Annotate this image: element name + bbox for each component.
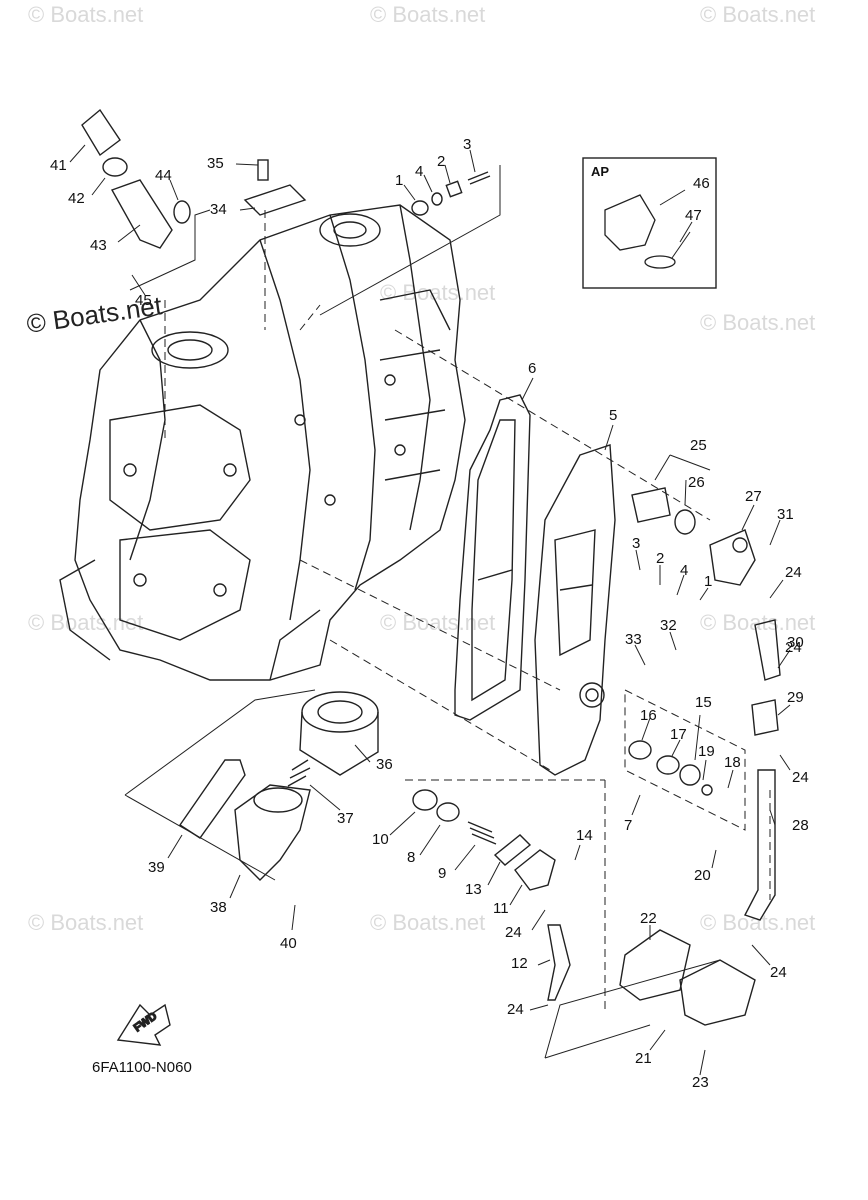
callout-43: 43 xyxy=(90,237,107,254)
callout-40: 40 xyxy=(280,935,297,952)
callout-41: 41 xyxy=(50,157,67,174)
filler-41-43 xyxy=(81,108,191,249)
callout-16: 16 xyxy=(640,707,657,724)
callout-31: 31 xyxy=(777,506,794,523)
callout-26: 26 xyxy=(688,474,705,491)
cover-21-22 xyxy=(619,929,756,1026)
filter-bracket-38 xyxy=(234,784,311,881)
leader-lines xyxy=(69,144,791,1076)
callout-9: 9 xyxy=(438,865,446,882)
sender-25 xyxy=(631,487,696,535)
hose-30 xyxy=(754,619,781,681)
callout-23: 23 xyxy=(692,1074,709,1091)
thermostat-parts xyxy=(412,789,571,1001)
callout-11: 11 xyxy=(493,900,509,917)
callout-6: 6 xyxy=(528,360,536,377)
watermark: © Boats.net xyxy=(370,2,485,27)
callout-14: 14 xyxy=(576,827,593,844)
callout-37: 37 xyxy=(337,810,354,827)
callout-1: 1 xyxy=(395,172,403,189)
callout-24f: 24 xyxy=(507,1001,524,1018)
callout-24e: 24 xyxy=(505,924,522,941)
callout-39: 39 xyxy=(148,859,165,876)
callout-10: 10 xyxy=(372,831,389,848)
callout-45: 45 xyxy=(135,292,152,309)
callout-21: 21 xyxy=(635,1050,652,1067)
callout-32: 32 xyxy=(660,617,677,634)
watermark: © Boats.net xyxy=(28,610,143,635)
watermark: © Boats.net xyxy=(380,610,495,635)
callout-15: 15 xyxy=(695,694,712,711)
cover-5 xyxy=(534,444,616,776)
callout-19: 19 xyxy=(698,743,715,760)
watermark: © Boats.net xyxy=(700,2,815,27)
gasket-6 xyxy=(454,394,531,721)
bracket-34-35 xyxy=(243,159,307,216)
callout-2: 2 xyxy=(437,153,445,170)
callout-30: 30 xyxy=(787,634,804,651)
diagram-code: 6FA1100-N060 xyxy=(92,1059,192,1076)
callout-47: 47 xyxy=(685,207,702,224)
callout-27: 27 xyxy=(745,488,762,505)
callout-24c: 24 xyxy=(792,769,809,786)
callout-24h: 24 xyxy=(785,639,802,656)
oil-filter xyxy=(299,691,379,776)
callout-2b: 2 xyxy=(656,550,664,567)
callout-38: 38 xyxy=(210,899,227,916)
anode-1-4 xyxy=(411,171,491,216)
watermark: © Boats.net xyxy=(370,910,485,935)
callout-1b: 1 xyxy=(704,573,712,590)
callout-22: 22 xyxy=(640,910,657,927)
callout-17: 17 xyxy=(670,726,687,743)
cylinder-block xyxy=(59,204,466,681)
callout-44: 44 xyxy=(155,167,172,184)
callout-18: 18 xyxy=(724,754,741,771)
callout-33: 33 xyxy=(625,631,642,648)
callout-5: 5 xyxy=(609,407,617,424)
watermark: © Boats.net xyxy=(700,610,815,635)
callout-8: 8 xyxy=(407,849,415,866)
callout-4: 4 xyxy=(415,163,423,180)
callout-46: 46 xyxy=(693,175,710,192)
callout-29: 29 xyxy=(787,689,804,706)
callout-28: 28 xyxy=(792,817,809,834)
spring-37 xyxy=(287,759,311,787)
watermark: © Boats.net xyxy=(28,910,143,935)
callout-24a: 24 xyxy=(785,564,802,581)
callout-labels: 41 42 43 44 45 34 35 1 4 2 3 6 5 25 26 2… xyxy=(50,136,809,1091)
joint-29 xyxy=(751,699,779,736)
hose-28 xyxy=(744,769,776,921)
watermark: © Boats.net xyxy=(700,910,815,935)
outlet-27 xyxy=(709,529,756,586)
ap-label: AP xyxy=(591,164,609,179)
gasket-39 xyxy=(179,759,246,839)
valve-assy-15 xyxy=(628,740,713,796)
watermark: © Boats.net xyxy=(700,310,815,335)
callout-3: 3 xyxy=(463,136,471,153)
callout-20: 20 xyxy=(694,867,711,884)
ap-inset: AP xyxy=(582,157,717,289)
callout-24g: 24 xyxy=(770,964,787,981)
watermark: © Boats.net xyxy=(28,2,143,27)
watermark: © Boats.net xyxy=(380,280,495,305)
callout-35: 35 xyxy=(207,155,224,172)
callout-25: 25 xyxy=(690,437,707,454)
callout-36: 36 xyxy=(376,756,393,773)
fwd-arrow: FWD xyxy=(116,1003,171,1046)
callout-7: 7 xyxy=(624,817,632,834)
callout-13: 13 xyxy=(465,881,482,898)
assembly-lines xyxy=(164,210,771,1010)
fwd-label: FWD xyxy=(132,1010,159,1034)
callout-34: 34 xyxy=(210,201,227,218)
callout-12: 12 xyxy=(511,955,528,972)
callout-4b: 4 xyxy=(680,562,688,579)
callout-42: 42 xyxy=(68,190,85,207)
callout-3b: 3 xyxy=(632,535,640,552)
